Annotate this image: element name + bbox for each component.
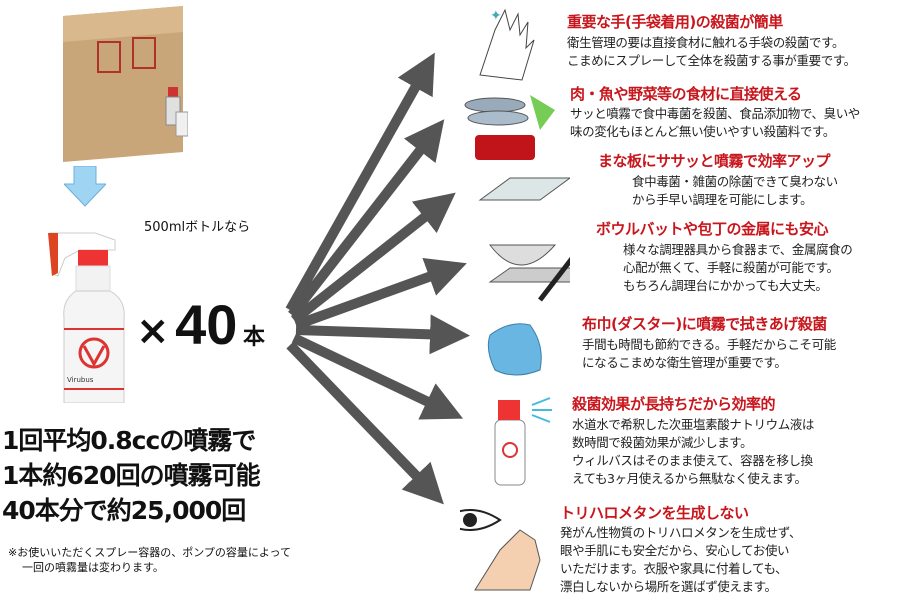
summary-line-1: 1回平均0.8ccの噴霧で xyxy=(2,426,256,455)
bottle-caption: 500mlボトルなら xyxy=(144,220,251,235)
feature-4-body: 様々な調理器具から食器まで、金属腐食の心配が無くて、手軽に殺菌が可能です。もちろ… xyxy=(623,242,853,293)
feature-6-title: 殺菌効果が長持ちだから効率的 xyxy=(572,395,776,413)
svg-text:✦: ✦ xyxy=(490,8,502,24)
note-line-2: 一回の噴霧量は変わります。 xyxy=(22,561,164,574)
feature-1-title: 重要な手(手袋着用)の殺菌が簡単 xyxy=(567,13,783,31)
feature-illustrations: ✦ xyxy=(460,8,570,591)
glove-icon: ✦ xyxy=(479,8,535,81)
cloth-icon xyxy=(487,323,542,376)
feature-6-body: 水道水で希釈した次亜塩素酸ナトリウム液は数時間で殺菌効果が減少します。ウィルバス… xyxy=(572,417,815,486)
eye-hand-icon xyxy=(460,509,541,591)
note-line-1: ※お使いいただくスプレー容器の、ポンプの容量によって xyxy=(8,546,292,559)
feature-3-body: 食中毒菌・雑菌の除菌できて臭わないから手早い調理を可能にします。 xyxy=(632,174,838,207)
arrow-5 xyxy=(295,314,470,355)
spray-bottle-image xyxy=(48,232,125,403)
feature-7-title: トリハロメタンを生成しない xyxy=(560,504,749,522)
cardboard-box-image xyxy=(63,6,188,162)
arrow-7 xyxy=(286,341,444,505)
cutting-board-icon xyxy=(478,177,570,201)
spray-bottle-small-icon xyxy=(494,397,552,486)
fish-meat-icon xyxy=(464,95,555,160)
bowl-knife-icon xyxy=(488,244,570,302)
arrow-2 xyxy=(288,119,445,319)
multiplier: × 40 本 xyxy=(136,292,265,357)
feature-1-body: 衛生管理の要は直接食材に触れる手袋の殺菌です。こまめにスプレーして全体を殺菌する… xyxy=(567,35,856,68)
arrow-4 xyxy=(294,257,467,330)
summary-line-2: 1本約620回の噴霧可能 xyxy=(2,461,261,490)
feature-7-body: 発がん性物質のトリハロメタンを生成せず、眼や手肌にも安全だから、安心してお使いい… xyxy=(560,525,802,594)
arrow-1 xyxy=(285,52,435,313)
multiplier-symbol: × xyxy=(136,308,170,354)
arrow-3 xyxy=(290,192,456,324)
multiplier-unit: 本 xyxy=(242,325,265,350)
feature-5-title: 布巾(ダスター)に噴霧で拭きあげ殺菌 xyxy=(582,315,827,333)
arrow-6 xyxy=(291,333,464,420)
feature-5-body: 手間も時間も節約できる。手軽だからこそ可能になるこまめな衛生管理が重要です。 xyxy=(582,337,836,370)
note: ※お使いいただくスプレー容器の、ポンプの容量によって 一回の噴霧量は変わります。 xyxy=(8,545,291,575)
feature-4-title: ボウルバットや包丁の金属にも安心 xyxy=(596,220,829,238)
feature-3-title: まな板にササッと噴霧で効率アップ xyxy=(598,152,831,170)
down-arrow-icon xyxy=(64,166,106,207)
feature-2-body: サッと噴霧で食中毒菌を殺菌、食品添加物で、臭いや味の変化もほとんど無い使いやすい… xyxy=(570,106,860,139)
feature-2-title: 肉・魚や野菜等の食材に直接使える xyxy=(570,85,802,103)
multiplier-count: 40 xyxy=(175,293,238,356)
bottle-brand-label: Virubus xyxy=(67,376,94,384)
summary-line-3: 40本分で約25,000回 xyxy=(2,496,246,525)
